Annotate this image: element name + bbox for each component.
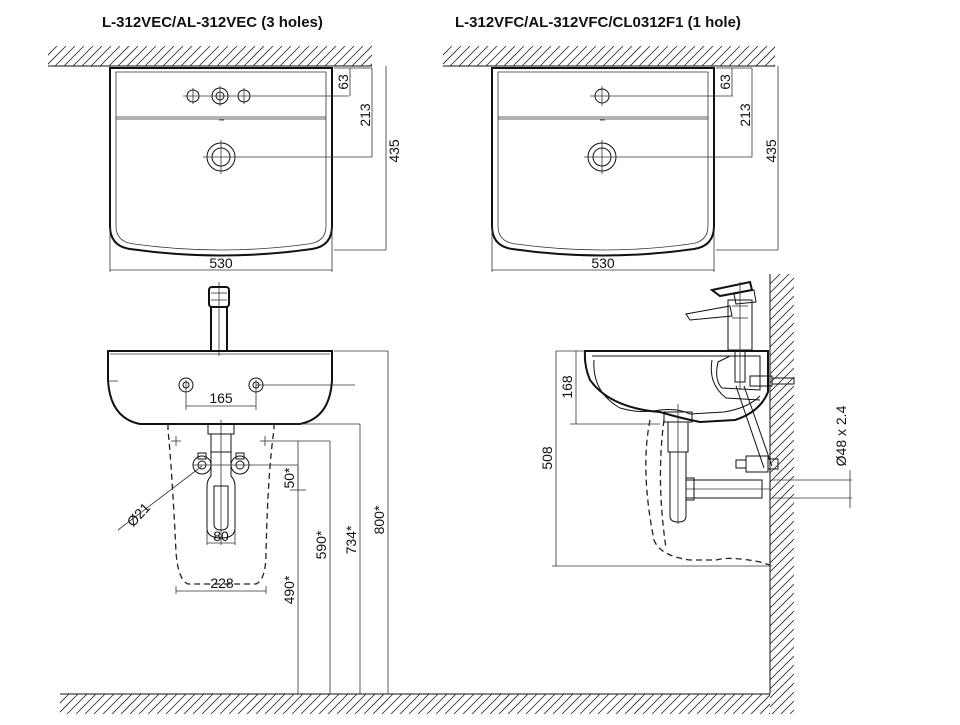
dim-530-left: 530 [209, 255, 233, 271]
dim-63-right: 63 [717, 74, 733, 90]
dim-800: 800* [371, 505, 387, 534]
angle-valve-right [230, 452, 250, 475]
side-wall-hatch [769, 274, 794, 714]
floor-hatch [60, 693, 770, 714]
wall-fixing-right [260, 436, 270, 446]
dim-490: 490* [281, 575, 297, 604]
dim-435-right: 435 [763, 139, 779, 163]
dims-plan-1-hole: 63 213 435 530 [491, 66, 779, 272]
basin-plan-1-hole [491, 67, 752, 257]
dim-734: 734* [343, 525, 359, 554]
dim-63-left: 63 [335, 74, 351, 90]
title-1-hole: L-312VFC/AL-312VFC/CL0312F1 (1 hole) [455, 14, 741, 31]
title-3-holes: L-312VEC/AL-312VEC (3 holes) [102, 14, 323, 31]
dim-530-right: 530 [591, 255, 615, 271]
dim-168: 168 [559, 375, 575, 399]
dim-213-left: 213 [357, 103, 373, 127]
faucet-side [685, 280, 757, 390]
dim-80: 80 [213, 528, 229, 544]
dim-48: Ø48 x 2.4 [833, 405, 849, 466]
dim-590: 590* [313, 530, 329, 559]
wall-hatch-top-right [443, 46, 775, 67]
dims-plan-3-holes: 63 213 435 530 [109, 66, 402, 272]
wall-hatch-top-left [48, 46, 372, 67]
dim-50: 50* [281, 467, 297, 489]
basin-plan-3-holes [109, 67, 372, 257]
dim-508: 508 [539, 446, 555, 470]
side-section: 168 508 Ø48 x 2.4 [539, 280, 852, 567]
dim-213-right: 213 [737, 103, 753, 127]
dim-21: Ø21 [123, 499, 153, 529]
wall-fixing-left [171, 436, 181, 446]
dim-228: 228 [210, 575, 234, 591]
front-elevation: 165 [107, 282, 389, 694]
dim-165: 165 [209, 390, 233, 406]
dim-435-left: 435 [386, 139, 402, 163]
